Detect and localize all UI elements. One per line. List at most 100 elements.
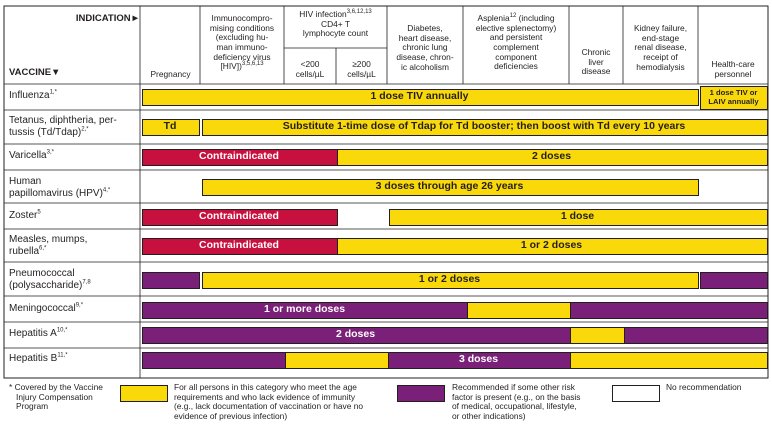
vaccine-name-line1: Pneumococcal (9, 268, 75, 279)
vaccine-name-text: Hepatitis A (9, 328, 57, 339)
header-hiv-sup: 3,6,12,13 (346, 9, 372, 16)
bar-label-zoster-dose: 1 dose (560, 210, 595, 222)
header-liver-a: Chronic (581, 47, 611, 57)
bar-label-hepb: 3 doses (458, 353, 499, 365)
header-diab-e: ic alcoholism (401, 61, 449, 72)
header-hiv-line-b: CD4+ T (321, 18, 350, 29)
vaccine-name-text: Influenza (9, 90, 50, 101)
bar-label-varicella-contra: Contraindicated (199, 150, 279, 162)
header-immuno-line-c: (excluding hu- (215, 32, 269, 43)
bar-hepb-purple-left (142, 352, 286, 369)
bar-td (142, 119, 200, 136)
header-asp-a2-text: (including (516, 13, 555, 23)
legend-footnote-a: * Covered by the Vaccine (9, 382, 103, 392)
bar-pneumo-purple-right (700, 272, 768, 289)
vaccine-influenza: Influenza1,* (9, 90, 57, 102)
header-kid-b: end-stage (641, 32, 680, 43)
vaccine-sup: 5 (37, 209, 41, 216)
header-immuno-sup: 3,5,6,13 (241, 61, 264, 68)
header-kidney: Kidney failure, end-stage renal disease,… (623, 23, 698, 72)
bar-influenza-hcp (700, 86, 768, 110)
vaccine-name-line2: papillomavirus (HPV)4,* (9, 187, 110, 200)
header-ge200-b: cells/µL (347, 68, 376, 79)
legend-yellow-text: For all persons in this category who mee… (174, 382, 394, 422)
header-immuno-line-f: [HIV])3,5,6,13 (200, 61, 284, 72)
vaccine-name-text: Varicella (9, 150, 47, 161)
header-diab-d: disease, chron- (396, 51, 454, 62)
header-immuno-line-e: deficiency virus (213, 51, 271, 62)
vaccine-sup: 11,* (57, 352, 68, 359)
header-asp-line-a: Asplenia12 (including (463, 13, 569, 24)
header-diab-b: heart disease, (398, 32, 452, 43)
bar-mmr-doses (337, 238, 768, 255)
vaccine-name-line1: Measles, mumps, (9, 234, 88, 245)
header-kid-e: hemodialysis (636, 61, 685, 72)
vaccine-name-text: tussis (Td/Tdap) (9, 126, 82, 138)
vaccine-zoster: Zoster5 (9, 210, 41, 222)
legend-swatch-purple (397, 385, 445, 402)
vaccine-sup: 10,* (56, 327, 68, 334)
bar-pneumo-purple-left (142, 272, 200, 289)
vaccine-name-text: Meningococcal (9, 303, 76, 314)
vaccine-name-line1: Human (9, 176, 42, 187)
vaccine-sup: 1,* (49, 89, 57, 96)
bar-tdap (202, 119, 768, 136)
bar-influenza-main (142, 89, 699, 106)
legend-white-a: No recommendation (666, 382, 742, 392)
header-asp-e: component (495, 51, 537, 62)
header-kid-a: Kidney failure, (633, 23, 688, 33)
vaccine-sup: 9,* (75, 302, 84, 309)
legend-purple-text: Recommended if some other risk factor is… (452, 382, 612, 422)
bar-label-hepa: 2 doses (335, 328, 376, 340)
legend-swatch-yellow (120, 385, 168, 402)
legend-purple-a: Recommended if some other risk (452, 382, 575, 392)
vaccine-hpv: Human papillomavirus (HPV)4,* (9, 176, 110, 200)
vaccine-pneumococcal: Pneumococcal (polysaccharide)7,8 (9, 268, 91, 292)
vaccine-name-line2: tussis (Td/Tdap)2,* (9, 126, 117, 139)
legend-white-text: No recommendation (666, 382, 766, 393)
legend-footnote-b: Injury Compensation (16, 391, 93, 402)
header-hc-b: personnel (714, 68, 752, 79)
legend-purple-c: of medical, occupational, lifestyle, (452, 401, 577, 412)
header-immuno-f-text: [HIV]) (220, 61, 242, 72)
vaccine-name-text: (polysaccharide) (9, 279, 83, 291)
bar-zoster-dose (389, 209, 768, 226)
header-immuno-line-b: mising conditions (209, 22, 275, 33)
header-asp-sup: 12 (509, 13, 517, 20)
vaccine-sup: 6,* (39, 245, 47, 252)
vaccine-name-line1: Tetanus, diphtheria, per- (9, 115, 117, 126)
header-asp-c: and persistent (489, 32, 543, 43)
bar-label-influenza-hcp-b: LAIV annually (708, 97, 759, 106)
bar-label-mening: 1 or more doses (263, 303, 346, 315)
header-pregnancy: Pregnancy (150, 69, 191, 79)
vaccine-varicella: Varicella3,* (9, 150, 54, 162)
header-liver: Chronic liver disease (569, 47, 623, 77)
vaccine-sup: 2,* (81, 126, 89, 133)
vaccine-name-text: papillomavirus (HPV) (9, 187, 103, 199)
vaccine-td-tdap: Tetanus, diphtheria, per- tussis (Td/Tda… (9, 115, 117, 139)
vaccine-meningococcal: Meningococcal9,* (9, 303, 83, 315)
header-asp-d: complement (493, 41, 539, 52)
legend-footnote-c: Program (16, 401, 49, 412)
header-hc-a: Health-care (711, 59, 755, 69)
bar-label-influenza: 1 dose TIV annually (370, 90, 469, 102)
legend-swatch-white (612, 385, 660, 402)
header-diab-a: Diabetes, (407, 23, 443, 33)
legend-purple-d: or other indications) (452, 410, 526, 421)
vaccine-name-line2: rubella6,* (9, 245, 87, 258)
bar-hepa-yellow (570, 327, 625, 344)
vaccine-name-text: Hepatitis B (9, 353, 58, 364)
header-healthcare: Health-care personnel (698, 59, 768, 79)
header-immuno-line-a: Immunocompro- (211, 13, 273, 23)
header-hiv-lt200: <200 cells/µL (284, 59, 336, 79)
bar-varicella-doses (337, 149, 768, 166)
bar-label-influenza-hcp-a: 1 dose TIV or (709, 88, 758, 97)
header-lt200-a: <200 (300, 59, 320, 69)
vaccine-name-text: rubella (9, 245, 40, 257)
vaccine-hepatitis-b: Hepatitis B11,* (9, 353, 68, 365)
legend-yellow-c: (e.g., lack documentation of vaccination… (174, 401, 364, 412)
vaccine-sup: 3,* (46, 149, 54, 156)
header-vaccine: VACCINE▼ (9, 67, 61, 78)
bar-hepb-yellow-right (570, 352, 768, 369)
